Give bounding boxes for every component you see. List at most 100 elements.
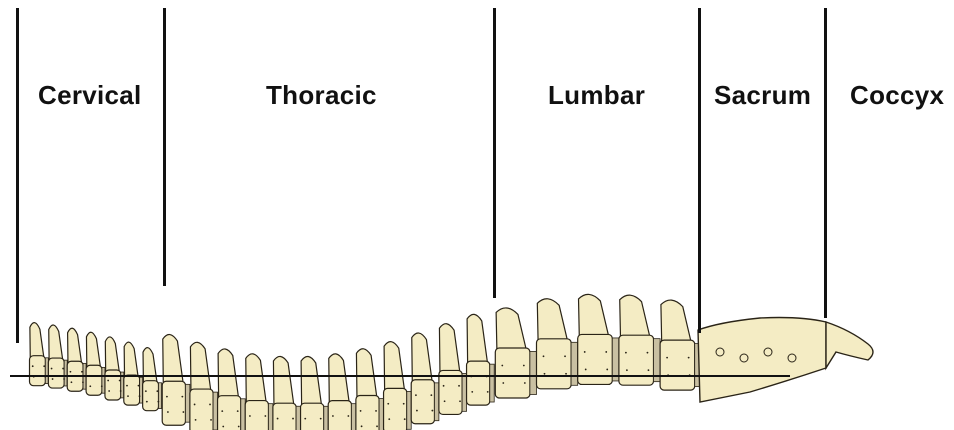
bone-texture-dot	[501, 365, 503, 367]
bone-texture-dot	[43, 365, 45, 367]
vertebral-body	[105, 370, 121, 400]
bone-texture-dot	[388, 418, 390, 420]
bone-texture-dot	[626, 369, 628, 371]
thoracic-vertebra	[273, 356, 301, 430]
vertebral-process	[301, 356, 322, 407]
bone-texture-dot	[157, 401, 159, 403]
bone-texture-dot	[249, 415, 251, 417]
intervertebral-disc	[490, 364, 494, 402]
thoracic-vertebra	[411, 333, 439, 424]
lumbar-vertebra	[495, 308, 536, 398]
bone-texture-dot	[277, 418, 279, 420]
bone-texture-dot	[81, 371, 83, 373]
intervertebral-disc	[324, 406, 328, 430]
divider-thoracic-lumbar	[493, 8, 496, 298]
vertebral-body	[86, 365, 102, 395]
vertebral-body	[301, 403, 324, 430]
bone-texture-dot	[63, 378, 65, 380]
bone-texture-dot	[222, 426, 224, 428]
bone-texture-dot	[138, 385, 140, 387]
divider-sacrum-coccyx	[824, 8, 827, 318]
cervical-vertebra	[105, 337, 124, 400]
bone-texture-dot	[605, 351, 607, 353]
vertebral-body	[495, 348, 530, 398]
vertebral-body	[124, 375, 140, 405]
intervertebral-disc	[185, 384, 189, 422]
bone-texture-dot	[416, 410, 418, 412]
cervical-vertebra	[124, 342, 143, 405]
bone-texture-dot	[403, 403, 405, 405]
bone-texture-dot	[360, 410, 362, 412]
bone-texture-dot	[167, 411, 169, 413]
bone-texture-dot	[523, 365, 525, 367]
divider-lumbar-sacrum	[698, 8, 701, 333]
thoracic-vertebra	[245, 354, 273, 430]
vertebral-process	[537, 299, 568, 344]
vertebral-body	[273, 403, 296, 430]
bone-texture-dot	[237, 410, 239, 412]
bone-texture-dot	[156, 390, 158, 392]
vertebral-process	[467, 314, 488, 365]
vertebral-process	[105, 337, 119, 373]
bone-texture-dot	[264, 415, 266, 417]
vertebral-process	[273, 356, 294, 407]
bone-texture-dot	[471, 391, 473, 393]
bone-texture-dot	[524, 382, 526, 384]
vertebral-process	[163, 335, 184, 386]
bone-texture-dot	[564, 355, 566, 357]
bone-texture-dot	[502, 382, 504, 384]
vertebral-body	[467, 361, 490, 405]
bone-texture-dot	[625, 352, 627, 354]
bone-texture-dot	[404, 418, 406, 420]
bone-texture-dot	[375, 410, 377, 412]
intervertebral-disc	[158, 383, 161, 409]
bone-texture-dot	[459, 400, 461, 402]
thoracic-vertebra	[190, 342, 218, 430]
bone-texture-dot	[430, 394, 432, 396]
bone-texture-dot	[387, 403, 389, 405]
bone-texture-dot	[292, 418, 294, 420]
cervical-vertebra	[67, 328, 86, 391]
bone-texture-dot	[101, 385, 103, 387]
vertebral-process	[49, 325, 63, 361]
bone-texture-dot	[210, 419, 212, 421]
bone-texture-dot	[606, 369, 608, 371]
bone-texture-dot	[62, 368, 64, 370]
bone-texture-dot	[70, 371, 72, 373]
cervical-vertebra	[48, 325, 67, 388]
lumbar-vertebra	[578, 294, 619, 384]
label-sacrum: Sacrum	[714, 80, 811, 111]
vertebral-process	[620, 295, 651, 340]
thoracic-vertebra	[301, 356, 329, 430]
intervertebral-disc	[462, 373, 466, 411]
bone-texture-dot	[145, 390, 147, 392]
spine-column	[30, 294, 873, 430]
vertebral-body	[162, 381, 185, 425]
intervertebral-disc	[268, 404, 272, 430]
bone-texture-dot	[332, 415, 334, 417]
bone-texture-dot	[52, 378, 54, 380]
bone-texture-dot	[304, 418, 306, 420]
bone-texture-dot	[209, 404, 211, 406]
bone-texture-dot	[182, 411, 184, 413]
vertebral-body	[190, 389, 213, 430]
bone-texture-dot	[444, 400, 446, 402]
vertebral-body	[384, 388, 407, 430]
bone-texture-dot	[458, 385, 460, 387]
bone-texture-dot	[120, 390, 122, 392]
vertebral-process	[439, 324, 460, 375]
bone-texture-dot	[415, 394, 417, 396]
thoracic-vertebra	[384, 342, 412, 430]
vertebral-process	[356, 349, 377, 400]
bone-texture-dot	[107, 380, 109, 382]
bone-texture-dot	[565, 373, 567, 375]
cervical-vertebrae	[30, 323, 162, 411]
lumbar-vertebrae	[495, 294, 701, 398]
vertebral-process	[68, 328, 82, 364]
bone-texture-dot	[647, 352, 649, 354]
bone-texture-dot	[221, 410, 223, 412]
thoracic-vertebra	[467, 314, 495, 405]
bone-texture-dot	[194, 404, 196, 406]
